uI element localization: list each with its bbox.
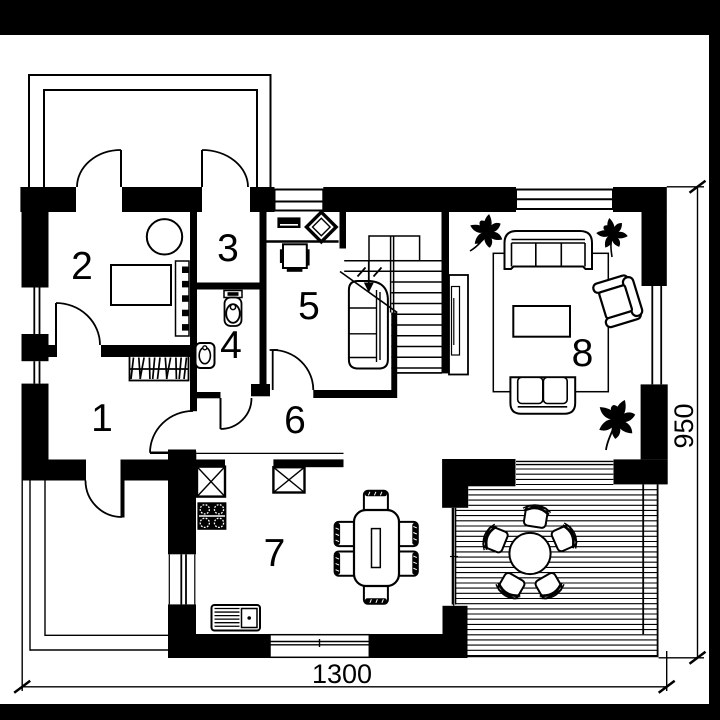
svg-text:6: 6 — [284, 399, 306, 442]
svg-text:2: 2 — [71, 245, 93, 288]
svg-text:3: 3 — [217, 227, 239, 270]
svg-text:4: 4 — [220, 324, 242, 367]
svg-text:1300: 1300 — [312, 659, 372, 689]
svg-text:8: 8 — [572, 332, 594, 375]
svg-text:950: 950 — [669, 403, 699, 448]
svg-text:1: 1 — [91, 397, 113, 440]
svg-text:5: 5 — [298, 285, 320, 328]
svg-text:7: 7 — [264, 532, 286, 575]
